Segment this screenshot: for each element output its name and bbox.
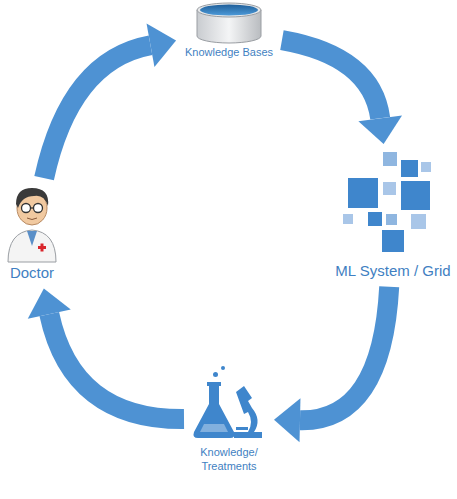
- arrow-head: [147, 24, 177, 67]
- ml-node: ML System / Grid: [332, 150, 453, 281]
- doctor-icon: [8, 188, 56, 262]
- arrow-shaft: [49, 314, 184, 419]
- database-node: Knowledge Bases: [182, 2, 276, 60]
- cycle-arrow: [44, 24, 176, 179]
- treatment-node: Knowledge/ Treatments: [190, 364, 268, 474]
- node-label: Knowledge/ Treatments: [193, 446, 265, 474]
- cycle-arrow: [274, 287, 389, 443]
- lab-icon: [194, 366, 263, 438]
- arrow-shaft: [300, 287, 389, 421]
- arrow-shaft: [282, 40, 380, 118]
- node-label: ML System / Grid: [335, 262, 450, 281]
- doctor-node: Doctor: [6, 184, 58, 283]
- arrow-head: [274, 398, 300, 442]
- arrow-head: [28, 289, 71, 319]
- node-label: Knowledge Bases: [185, 46, 273, 60]
- arrow-shaft: [44, 45, 150, 178]
- grid-icon: [343, 152, 431, 252]
- cycle-arrow: [28, 289, 184, 419]
- arrow-head: [358, 115, 402, 144]
- node-label: Doctor: [10, 264, 54, 283]
- database-icon: [197, 3, 261, 43]
- cycle-arrow: [282, 40, 402, 144]
